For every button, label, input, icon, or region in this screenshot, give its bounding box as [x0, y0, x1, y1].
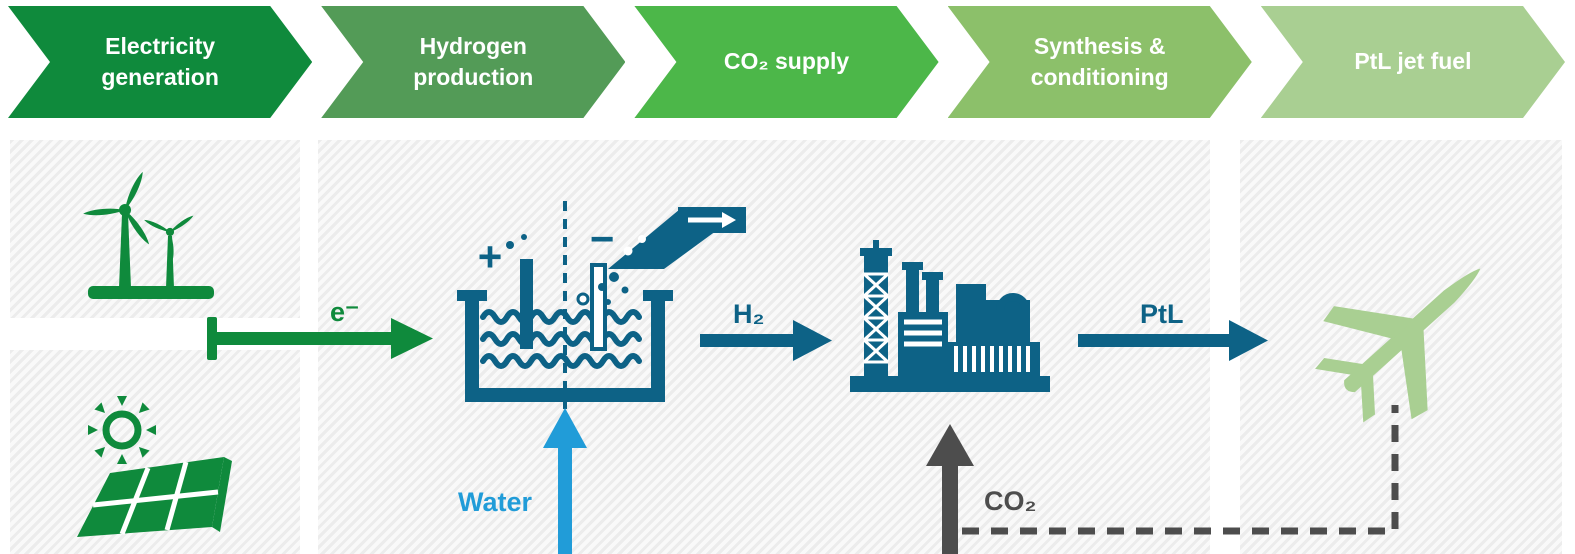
process-step-banner: Electricity generation Hydrogen producti…: [8, 6, 1565, 118]
solar-panel-icon: [77, 396, 232, 537]
ptl-label: PtL: [1140, 299, 1184, 329]
anode-electrode: [520, 259, 533, 349]
banner-step-label: Hydrogen production: [413, 32, 534, 90]
gas-collector-funnel: [608, 207, 746, 269]
tailplane-right: [1361, 373, 1376, 423]
banner-step-electricity-generation: Electricity generation: [8, 6, 312, 118]
wind-turbines-icon: [83, 171, 214, 299]
sun: [88, 396, 156, 464]
large-wind-turbine: [83, 171, 150, 288]
turbine-base: [88, 286, 214, 299]
banner-step-label: Electricity generation: [101, 32, 219, 90]
tailplane-left: [1315, 357, 1365, 376]
banner-step-ptl-jet-fuel: PtL jet fuel: [1261, 6, 1565, 118]
water-waves: [480, 309, 642, 369]
electron-arrow: [207, 317, 433, 360]
banner-step-label: PtL jet fuel: [1354, 48, 1472, 75]
refinery-icon: [850, 240, 1050, 392]
minus-sign: −: [590, 215, 615, 262]
banner-step-label: CO₂ supply: [723, 48, 850, 75]
h2-label: H₂: [733, 299, 765, 329]
fuselage: [1344, 268, 1481, 393]
water-arrow: [543, 408, 587, 554]
co2-label: CO₂: [984, 486, 1037, 516]
water-label: Water: [458, 487, 533, 517]
electrolysis-cell-icon: + −: [457, 201, 746, 423]
h2-arrow: [700, 320, 832, 361]
base-platform: [850, 376, 1050, 392]
co2-arrow: [926, 424, 974, 554]
wing-left: [1323, 306, 1416, 339]
emissions-dashed-line: [962, 405, 1399, 535]
plus-sign: +: [478, 233, 503, 280]
pipe-arc: [996, 293, 1030, 324]
wing-right: [1401, 327, 1428, 420]
airplane-icon: [1315, 268, 1481, 423]
tank: [457, 290, 673, 402]
cathode-electrode: [590, 263, 607, 351]
banner-step-synthesis-conditioning: Synthesis & conditioning: [948, 6, 1252, 118]
small-wind-turbine: [144, 215, 194, 288]
ptl-arrow: [1078, 320, 1268, 361]
banner-step-label: Synthesis & conditioning: [1030, 32, 1169, 90]
banner-step-co2-supply: CO₂ supply: [634, 6, 938, 118]
electron-label: e⁻: [330, 297, 360, 327]
gas-bubbles: [506, 234, 629, 306]
panel: [77, 457, 232, 537]
banner-step-hydrogen-production: Hydrogen production: [321, 6, 625, 118]
